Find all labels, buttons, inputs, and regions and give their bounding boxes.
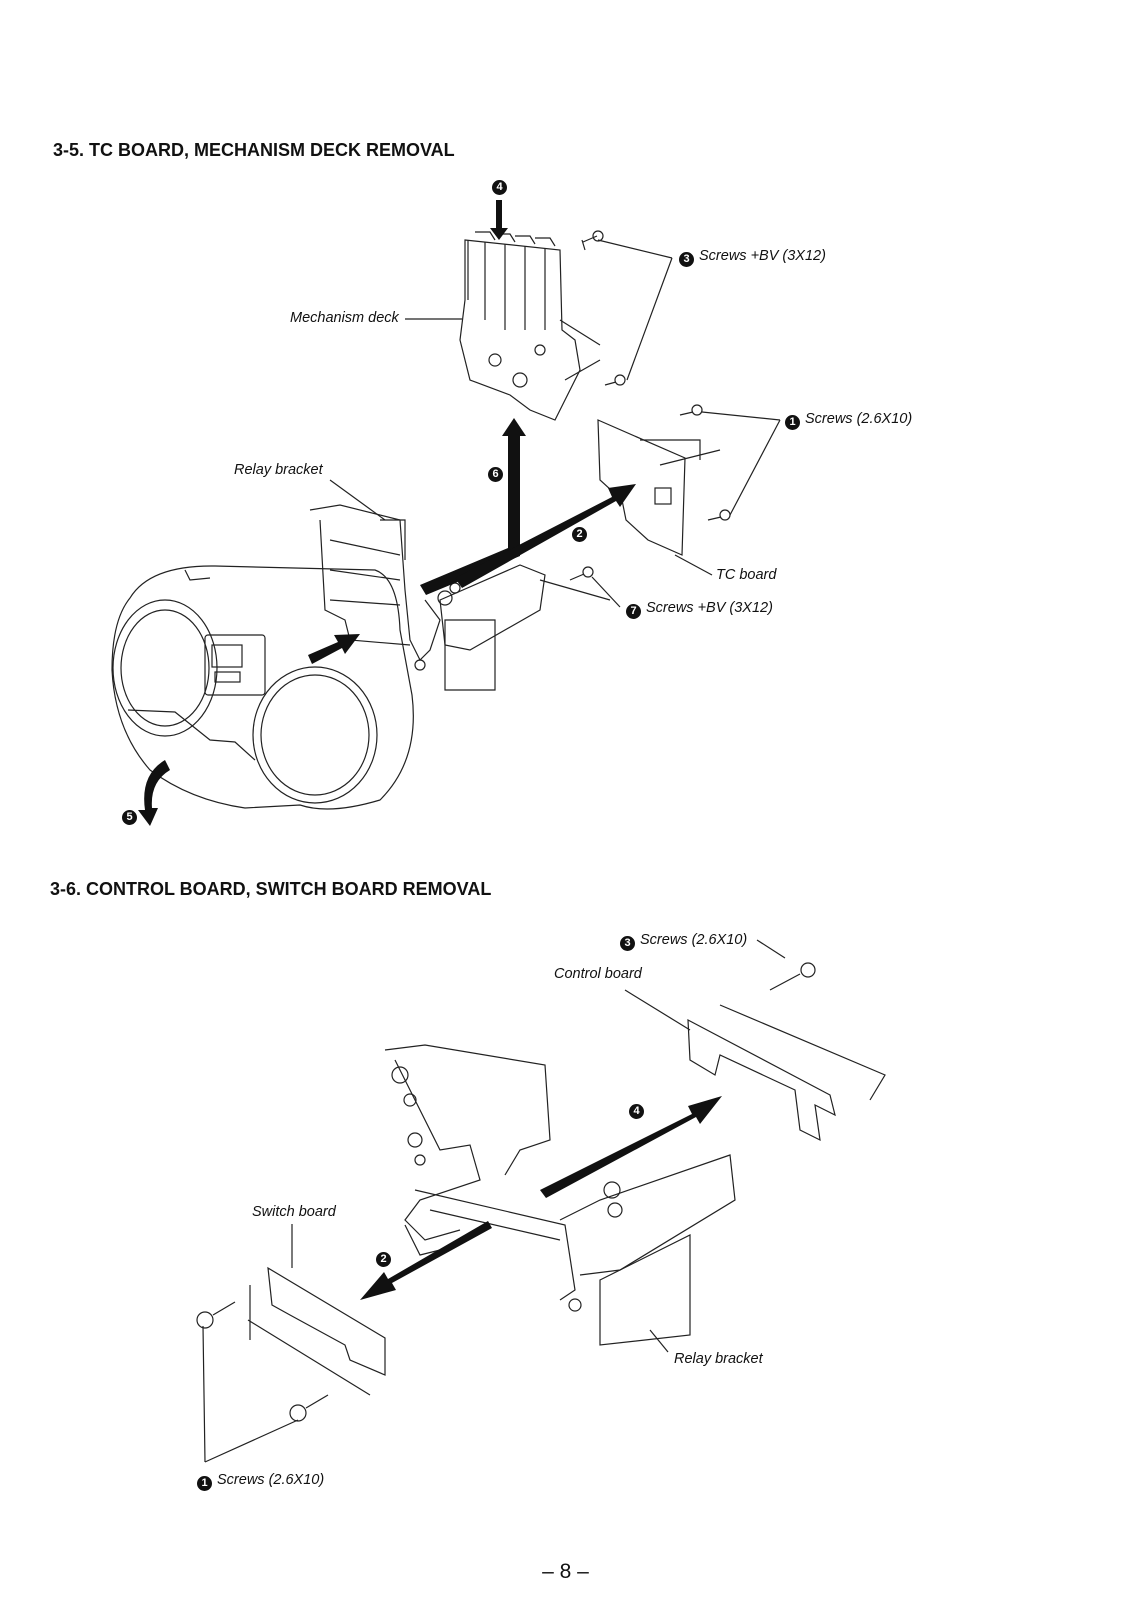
step-badge-4: 4 <box>492 180 507 195</box>
page-number: – 8 – <box>542 1560 589 1583</box>
step-badge-6: 6 <box>488 467 503 482</box>
control-board-label: Control board <box>554 966 642 982</box>
screw-drawing <box>581 235 598 251</box>
step-badge-1: 1 <box>197 1476 212 1491</box>
mechanism-deck-drawing <box>459 239 581 421</box>
step-badge-3: 3 <box>620 936 635 951</box>
switch-board-drawing <box>267 1266 386 1376</box>
relay-bracket-drawing <box>309 504 441 662</box>
arrow-step-2 <box>360 1221 492 1300</box>
relay-bracket-label: Relay bracket <box>234 462 323 478</box>
tc-board-drawing <box>597 419 686 556</box>
chassis-drawing <box>384 1044 551 1176</box>
arrow-step-push <box>308 634 360 664</box>
arrow-step-4 <box>490 200 508 240</box>
arrow-step-2 <box>455 484 636 588</box>
switch-board-label: Switch board <box>252 1204 336 1220</box>
tc-board-label: TC board <box>716 567 777 583</box>
step-badge-1: 1 <box>785 415 800 430</box>
relay-bracket-label: Relay bracket <box>674 1351 763 1367</box>
right-speaker-drawing <box>252 666 378 804</box>
step-badge-2: 2 <box>376 1252 391 1267</box>
left-speaker-drawing <box>112 599 218 737</box>
relay-bracket-drawing <box>599 1234 691 1346</box>
section-3-6-heading: 3-6. CONTROL BOARD, SWITCH BOARD REMOVAL <box>50 879 492 899</box>
step-badge-4: 4 <box>629 1104 644 1119</box>
tc-board-mechanism-deck-removal-diagram <box>111 200 781 826</box>
arrow-step-5 <box>138 760 170 826</box>
section-3-5-heading: 3-5. TC BOARD, MECHANISM DECK REMOVAL <box>53 140 455 160</box>
arrow-step-4 <box>540 1096 722 1198</box>
mechanism-deck-label: Mechanism deck <box>290 310 399 326</box>
step-badge-2: 2 <box>572 527 587 542</box>
step-badge-7: 7 <box>626 604 641 619</box>
step-badge-5: 5 <box>122 810 137 825</box>
boombox-body-drawing <box>111 565 414 810</box>
control-board-drawing <box>687 1018 836 1142</box>
step-badge-3: 3 <box>679 252 694 267</box>
arrow-step-6 <box>420 418 526 595</box>
